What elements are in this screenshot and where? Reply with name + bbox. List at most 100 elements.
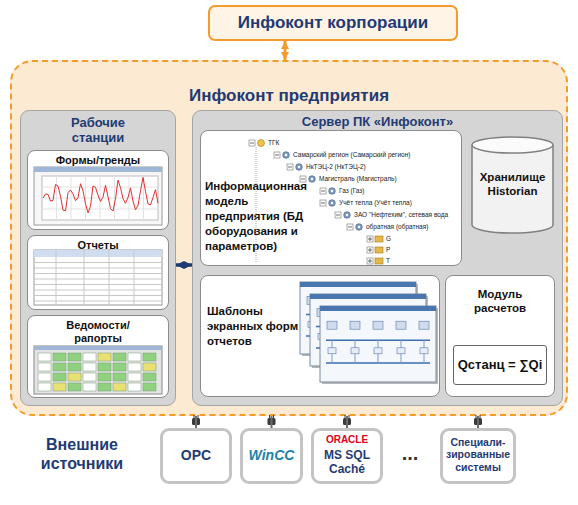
pipe-line [322,326,323,348]
expand-sign [321,191,325,192]
gear-icon [344,212,351,219]
sheet-cell [83,383,96,391]
equipment-block [364,334,372,340]
node-text: Хранилище Historian [470,171,555,198]
connector [271,416,273,428]
sheet-cell [98,383,111,391]
gear-hole [358,226,360,228]
node-text: Рабочие станции [21,115,175,146]
sheet-screenshot [34,346,162,394]
expand-sign [370,248,371,252]
expand-box [287,164,293,170]
title-bar [34,346,162,350]
pipe-line [401,340,402,363]
sheet-cell [83,363,96,371]
formula-box: Qстанц = ∑Qi [453,345,547,385]
connector [284,41,287,60]
pipe-line [424,340,425,363]
equipment-block [350,321,360,329]
node-text: Отчеты [28,239,168,252]
grid-line [42,187,158,188]
node-text: ORACLE [314,434,380,446]
equipment-block [331,322,339,328]
equipment-block [399,296,409,304]
node-text: Инфоконт корпорации [210,13,456,33]
expand-box [320,200,326,206]
plug-body [192,418,200,425]
expand-sign [370,237,371,241]
plug-pin [269,415,270,418]
pipe-line [326,339,430,341]
node-text: Qстанц = ∑Qi [454,357,546,372]
sheet-cell [128,383,141,391]
sheet-cell [68,353,81,361]
gear-hole [311,178,313,180]
pipe-line [326,362,430,364]
equipment-block [354,322,362,328]
node-text: Сервер ПК «Инфоконт» [193,114,562,129]
expand-sign [301,179,305,180]
sheet-cell [38,383,51,391]
source-box: Специали- зированные системы [440,428,516,484]
expand-box [367,258,373,264]
node-text: Модуль расчетов [446,288,554,315]
root-icon [258,140,265,147]
sheet-cell [143,373,156,381]
node-text: Ведомости/ рапорты [28,319,168,345]
expand-box [320,188,326,194]
pipe-line [414,326,415,348]
tree-item: НкТЭЦ-2 (НкТЭЦ-2) [306,163,578,171]
equipment-block [386,308,396,316]
expand-sign [368,239,372,240]
table-line [34,295,162,296]
expand-box [367,236,373,242]
storage-cylinder: Хранилище Historian [470,135,555,235]
sheet-cell [83,353,96,361]
gear-icon [329,200,336,207]
window-frame [310,294,426,366]
expand-box [335,212,341,218]
table-line [34,279,162,280]
pipe-line [381,314,382,336]
gear-icon [309,176,316,183]
sheet-cell [68,373,81,381]
grid-line [42,209,158,210]
tree-guide [256,147,257,262]
gear-hole [331,190,333,192]
connector [176,263,192,267]
sheet-cell [38,363,51,371]
expand-box [300,176,306,182]
plug-pin [349,415,350,418]
table-line [56,250,57,305]
equipment-block [351,348,359,354]
screen-frame [34,167,162,225]
pipe-line [391,326,392,348]
sheet-cell [38,373,51,381]
sheet-cell [68,383,81,391]
sheet-cell [53,383,66,391]
grid-line [85,176,86,220]
gear-icon [296,164,303,171]
sheet-cell [113,373,126,381]
sheet-cell [83,373,96,381]
calc-module-box: Qстанц = ∑Qi Модуль расчетов [445,275,555,397]
plug-pin [273,415,274,418]
equipment-block [353,296,363,304]
gear-icon [356,224,363,231]
folder-icon [375,247,383,253]
node-text: WinCC [243,447,300,464]
equipment-block [328,348,336,354]
equipment-block [373,321,383,329]
equipment-block [330,296,340,304]
sheet-cell [113,363,126,371]
tree-item: P [386,246,578,254]
sheet-cell [53,373,66,381]
tree-item: G [386,235,578,243]
node-text: Инфоконт предприятия [12,86,566,106]
plug-body [343,418,351,425]
plug-pin [480,415,481,418]
pipe-line [404,314,405,336]
report-screenshot [34,250,162,305]
